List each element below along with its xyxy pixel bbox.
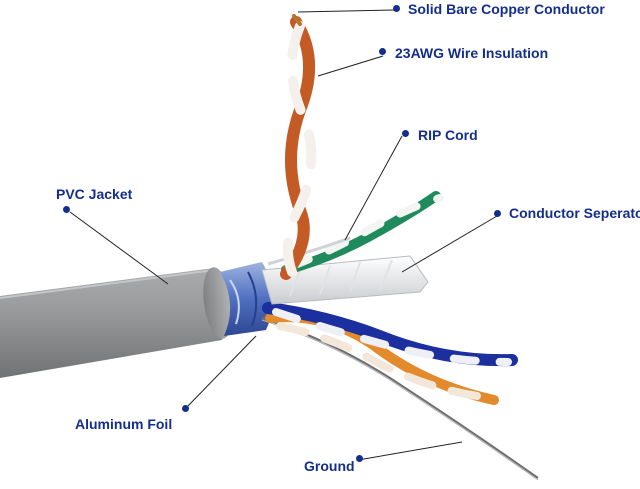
label-pvc-jacket: PVC Jacket [56,186,133,202]
separator-label-dot [494,210,501,217]
pvc-jacket [0,267,233,378]
label-conductor-separator: Conductor Seperator [509,205,640,221]
rip-cord [267,236,351,266]
leader-separator [401,215,498,273]
orange-pair-vertical [280,14,317,280]
pvc-label-dot [63,206,70,213]
blue-pair [262,302,518,367]
ground-label-dot [356,455,363,462]
leader-lines [69,9,498,461]
label-copper-conductor: Solid Bare Copper Conductor [408,1,605,17]
aluminum-foil-shield [220,262,274,336]
label-rip-cord: RIP Cord [418,127,478,143]
insulation-label-dot [379,48,386,55]
label-aluminum-foil: Aluminum Foil [75,416,173,432]
copper-label-dot [393,5,400,12]
leader-ground [357,441,463,461]
leader-copper [297,9,396,13]
foil-label-dot [182,405,189,412]
label-wire-insulation: 23AWG Wire Insulation [395,45,549,61]
label-ground: Ground [304,458,355,474]
rip-label-dot [402,130,409,137]
leader-rip [344,135,403,241]
leader-foil [185,335,257,409]
green-pair [281,191,444,275]
leader-pvc [69,211,169,285]
leader-insulation [317,55,384,77]
